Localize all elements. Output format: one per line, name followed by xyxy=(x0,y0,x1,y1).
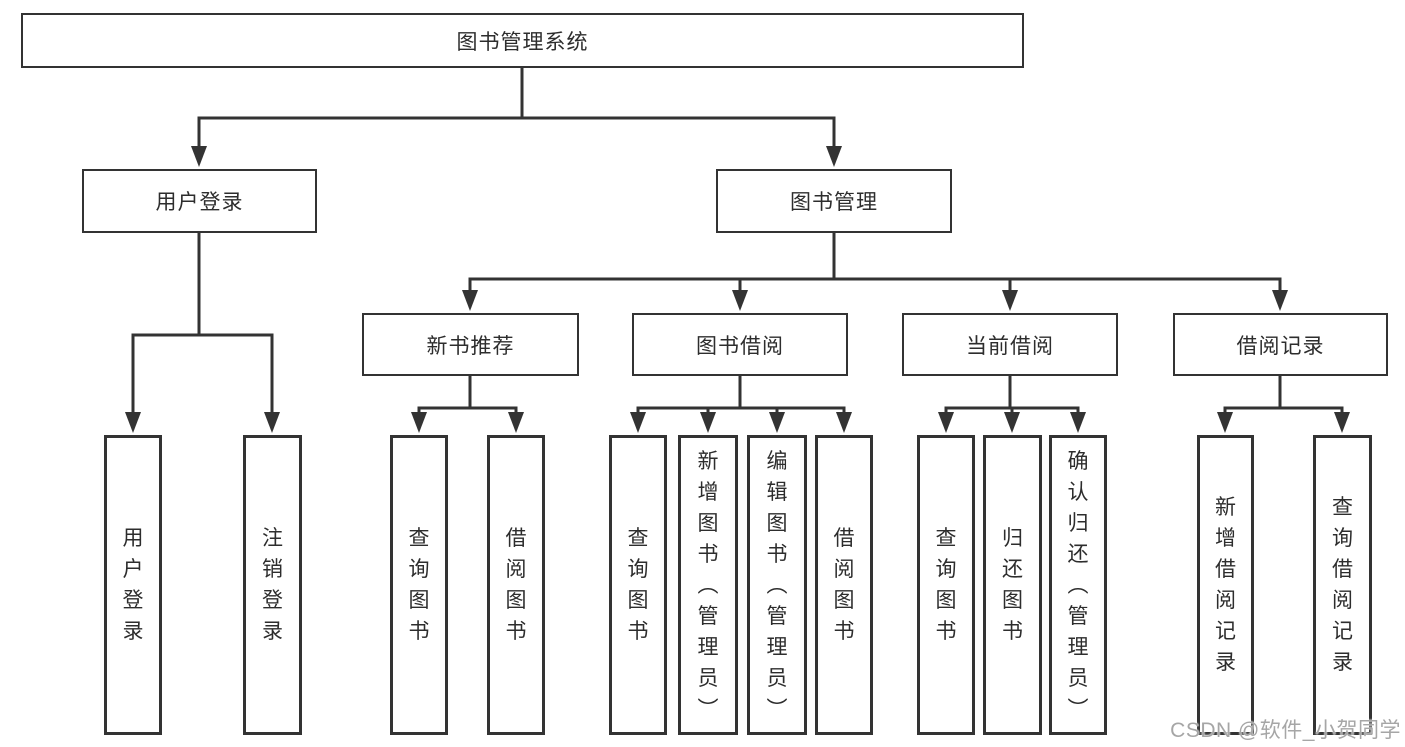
node-leaf-query-books-recommend: 查询图书 xyxy=(390,435,448,735)
node-leaf-logout: 注销登录 xyxy=(243,435,302,735)
node-book-management: 图书管理 xyxy=(716,169,952,233)
node-leaf-add-book-admin: 新增图书︵管理员︶ xyxy=(678,435,738,735)
node-leaf-query-books-current: 查询图书 xyxy=(917,435,975,735)
node-user-login: 用户登录 xyxy=(82,169,317,233)
node-leaf-borrow-books: 借阅图书 xyxy=(815,435,873,735)
node-user-login-label: 用户登录 xyxy=(155,191,244,214)
node-leaf-confirm-return-admin: 确认归还︵管理员︶ xyxy=(1049,435,1107,735)
node-borrowing-records: 借阅记录 xyxy=(1173,313,1388,376)
node-new-book-recommendation: 新书推荐 xyxy=(362,313,579,376)
node-current-borrowing: 当前借阅 xyxy=(902,313,1118,376)
node-leaf-edit-book-admin: 编辑图书︵管理员︶ xyxy=(747,435,807,735)
node-book-borrowing: 图书借阅 xyxy=(632,313,848,376)
node-leaf-query-books-borrowing: 查询图书 xyxy=(609,435,667,735)
node-leaf-add-borrow-record: 新增借阅记录 xyxy=(1197,435,1254,735)
node-current-borrowing-label: 当前借阅 xyxy=(966,334,1054,358)
node-root: 图书管理系统 xyxy=(21,13,1024,68)
node-leaf-return-books: 归还图书 xyxy=(983,435,1042,735)
node-root-label: 图书管理系统 xyxy=(456,30,589,54)
node-book-management-label: 图书管理 xyxy=(790,191,878,214)
node-leaf-user-login: 用户登录 xyxy=(104,435,162,735)
node-new-book-recommendation-label: 新书推荐 xyxy=(426,334,515,358)
watermark: CSDN @软件_小贺同学 xyxy=(1170,719,1401,742)
node-book-borrowing-label: 图书借阅 xyxy=(696,334,784,358)
node-leaf-borrow-books-recommend: 借阅图书 xyxy=(487,435,545,735)
node-leaf-query-borrow-record: 查询借阅记录 xyxy=(1313,435,1372,735)
node-borrowing-records-label: 借阅记录 xyxy=(1236,334,1325,358)
